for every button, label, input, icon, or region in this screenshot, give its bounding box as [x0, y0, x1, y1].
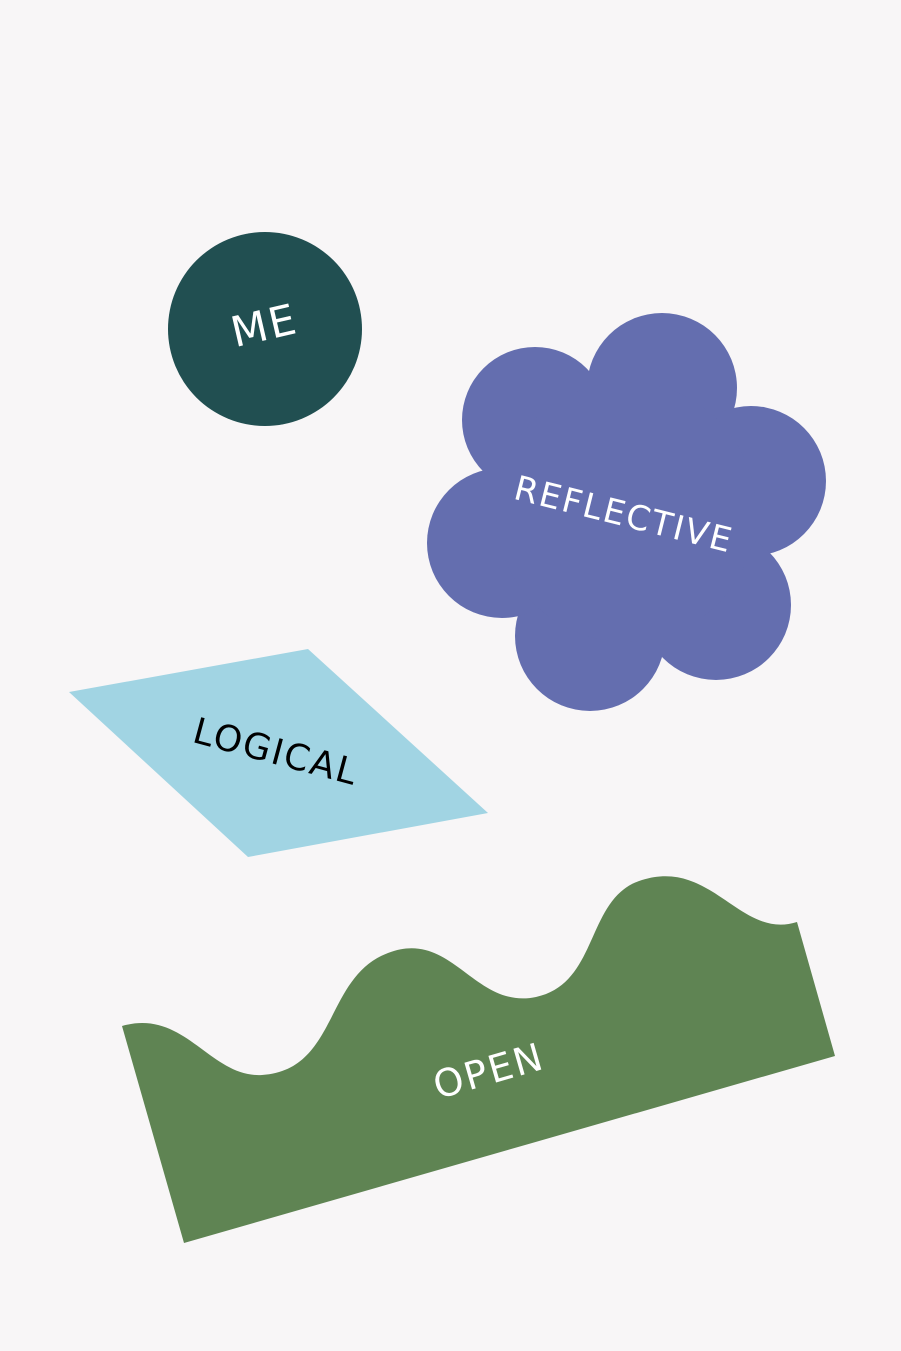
open-wavy-shape — [122, 876, 835, 1243]
me-circle-shape — [168, 232, 362, 426]
reflective-sticker: REFLECTIVE — [427, 313, 826, 711]
logical-sticker: LOGICAL — [69, 649, 488, 857]
me-sticker: ME — [168, 232, 362, 426]
reflective-flower-shape — [427, 313, 826, 711]
logical-rhombus-shape — [69, 649, 488, 857]
open-sticker: OPEN — [122, 876, 835, 1243]
